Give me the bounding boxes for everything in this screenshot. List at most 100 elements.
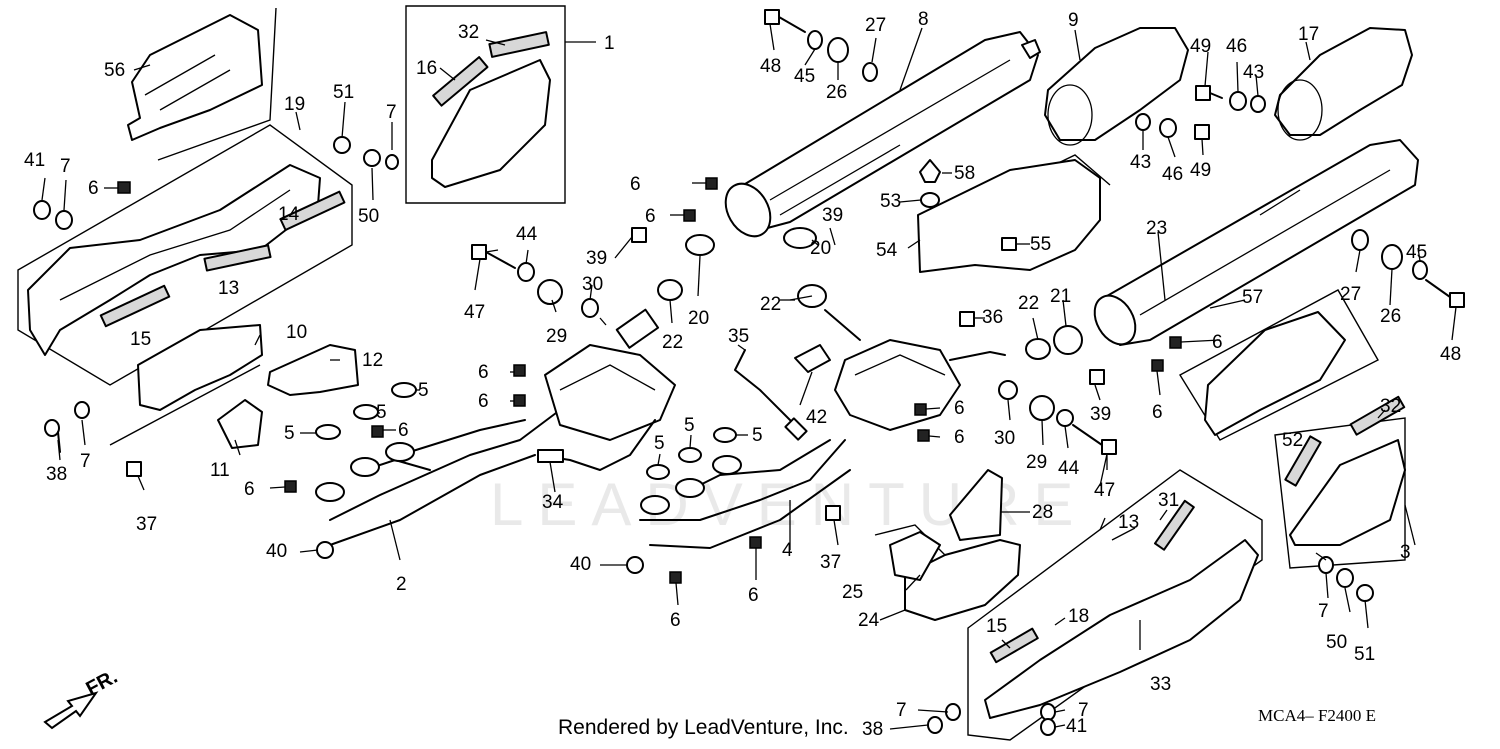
heat-shield-24: [904, 539, 1021, 621]
callout-11: 11: [210, 460, 230, 481]
callout-27: 27: [865, 15, 886, 36]
callout-58: 58: [954, 163, 975, 184]
callout-52: 52: [1282, 430, 1303, 451]
callout-6: 6: [1152, 402, 1163, 423]
bracket-28: [949, 469, 1003, 541]
callout-36: 36: [982, 307, 1003, 328]
callout-35: 35: [728, 326, 749, 347]
callout-25: 25: [842, 582, 863, 603]
callout-50: 50: [1326, 632, 1347, 653]
callout-54: 54: [876, 240, 898, 261]
heat-shield-assembly-33: [984, 499, 1259, 719]
callout-15: 15: [130, 329, 151, 350]
callout-29: 29: [546, 326, 567, 347]
callout-40: 40: [266, 541, 287, 562]
callout-22: 22: [1018, 293, 1039, 314]
callout-26: 26: [826, 82, 847, 103]
callout-19: 19: [284, 94, 305, 115]
callout-31: 31: [1158, 490, 1179, 511]
heat-shield-1: [431, 31, 551, 188]
callout-47: 47: [464, 302, 485, 323]
callout-39: 39: [1090, 404, 1111, 425]
heat-shield-10: [137, 324, 263, 411]
callout-32: 32: [458, 22, 479, 43]
callout-42: 42: [806, 407, 827, 428]
callout-49: 49: [1190, 36, 1211, 57]
callout-26: 26: [1380, 306, 1401, 327]
bracket-11: [217, 399, 263, 449]
callout-6: 6: [954, 427, 965, 448]
callout-6: 6: [645, 206, 656, 227]
callout-41: 41: [24, 150, 45, 171]
callout-16: 16: [416, 58, 437, 79]
callout-5: 5: [654, 433, 665, 454]
callout-17: 17: [1298, 24, 1319, 45]
heat-shield-3: [1284, 395, 1406, 546]
flanges-left: [315, 442, 415, 502]
callout-6: 6: [478, 391, 489, 412]
callout-6: 6: [630, 174, 641, 195]
callout-6: 6: [670, 610, 681, 631]
callout-22: 22: [760, 294, 781, 315]
heat-shield-12: [267, 344, 359, 396]
callout-10: 10: [286, 322, 307, 343]
callout-14: 14: [278, 204, 300, 225]
callout-40: 40: [570, 554, 591, 575]
callout-28: 28: [1032, 502, 1053, 523]
callout-48: 48: [760, 56, 781, 77]
callout-7: 7: [386, 102, 397, 123]
callout-56: 56: [104, 60, 125, 81]
callout-5: 5: [684, 415, 695, 436]
callout-7: 7: [1318, 601, 1329, 622]
callout-21: 21: [1050, 286, 1071, 307]
callout-12: 12: [362, 350, 383, 371]
callout-37: 37: [136, 514, 157, 535]
callout-8: 8: [918, 9, 929, 30]
callout-5: 5: [284, 423, 295, 444]
callout-46: 46: [1162, 164, 1183, 185]
callout-9: 9: [1068, 10, 1079, 31]
callout-6: 6: [478, 362, 489, 383]
callout-47: 47: [1094, 480, 1115, 501]
group-box-33: [967, 469, 1263, 741]
heat-shield-assembly-19: [27, 164, 346, 356]
callout-33: 33: [1150, 674, 1171, 695]
muffler-8: [724, 31, 1041, 238]
callout-27: 27: [1340, 284, 1361, 305]
callout-23: 23: [1146, 218, 1167, 239]
hardware: [33, 9, 1465, 736]
callout-43: 43: [1130, 152, 1151, 173]
callout-38: 38: [46, 464, 67, 485]
callout-51: 51: [1354, 644, 1375, 665]
callout-7: 7: [80, 451, 91, 472]
callout-39: 39: [822, 205, 843, 226]
callout-5: 5: [752, 425, 763, 446]
bracket-25: [889, 531, 941, 581]
group-box-1: [405, 5, 566, 204]
callout-24: 24: [858, 610, 880, 631]
callout-3: 3: [1400, 542, 1411, 563]
front-direction-arrow-icon: [43, 691, 99, 730]
callout-15: 15: [986, 616, 1007, 637]
callout-22: 22: [662, 332, 683, 353]
callout-49: 49: [1190, 160, 1211, 181]
group-line-56: [157, 7, 277, 161]
callout-7: 7: [1078, 700, 1089, 721]
muffler-23: [1093, 139, 1419, 346]
cover-54: [917, 159, 1101, 273]
callout-41: 41: [1066, 716, 1087, 737]
callout-13: 13: [1118, 512, 1139, 533]
group-box-19: [17, 124, 353, 386]
callout-45: 45: [794, 66, 815, 87]
callout-50: 50: [358, 206, 379, 227]
group-line-10: [109, 364, 261, 446]
heat-shield-57: [1204, 311, 1346, 436]
callout-48: 48: [1440, 344, 1461, 365]
exhaust-pipe-4: [639, 309, 1006, 549]
render-credit: Rendered by LeadVenture, Inc.: [558, 716, 849, 739]
callout-29: 29: [1026, 452, 1047, 473]
callout-46: 46: [1226, 36, 1247, 57]
callout-57: 57: [1242, 287, 1263, 308]
